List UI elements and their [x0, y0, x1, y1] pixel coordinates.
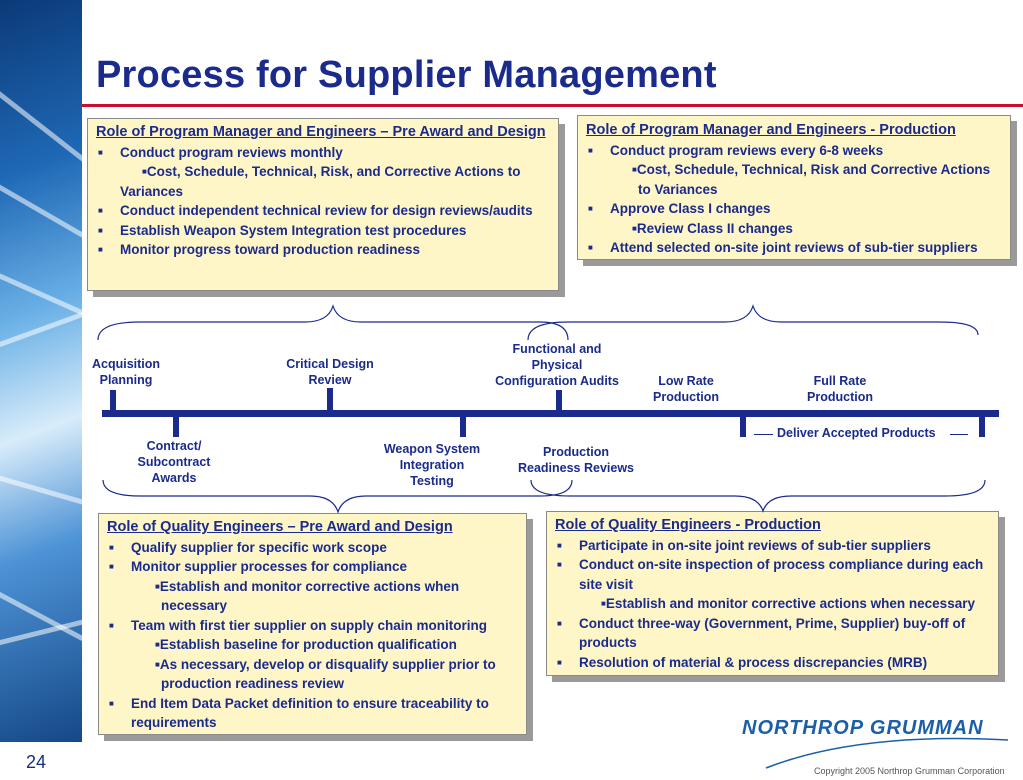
page-number-panel: 24: [0, 742, 82, 780]
upper-brace-production: [527, 303, 979, 341]
company-logo: NORTHROP GRUMMAN: [742, 717, 984, 739]
bullet: Team with first tier supplier on supply …: [107, 616, 518, 636]
bullet-cont: site visit: [579, 576, 634, 592]
sub-bullet: ■Cost, Schedule, Technical, Risk and Cor…: [632, 162, 991, 177]
pm-pre-award-box: Role of Program Manager and Engineers – …: [87, 118, 559, 291]
box-title: Role of Program Manager and Engineers - …: [586, 122, 956, 138]
milestone-tick: [556, 390, 562, 412]
bullet-cont: products: [579, 635, 637, 650]
pm-production-box: Role of Program Manager and Engineers - …: [577, 115, 1011, 260]
deliver-accepted-products: Deliver Accepted Products: [777, 426, 936, 440]
qe-production-box: Role of Quality Engineers - Production P…: [546, 511, 999, 676]
page-title: Process for Supplier Management: [96, 54, 717, 96]
timeline-bar: [102, 410, 999, 417]
milestone-tick: [173, 415, 179, 437]
page-number: 24: [26, 752, 47, 772]
milestone-tick: [740, 415, 746, 437]
milestone-configuration-audits: Functional and Physical Configuration Au…: [495, 342, 619, 388]
milestone-tick: [460, 415, 466, 437]
bullet: Monitor progress toward production readi…: [96, 240, 550, 260]
milestone-tick: [979, 415, 985, 437]
sub-bullet: ■Cost, Schedule, Technical, Risk, and Co…: [142, 164, 521, 179]
bullet: Attend selected on-site joint reviews of…: [586, 238, 1002, 258]
sub-bullet: ■As necessary, develop or disqualify sup…: [155, 656, 496, 672]
bullet: Monitor supplier processes for complianc…: [107, 557, 518, 577]
sub-bullet-cont: necessary: [161, 598, 228, 613]
copyright: Copyright 2005 Northrop Grumman Corporat…: [814, 766, 1005, 776]
title-divider: [82, 104, 1023, 107]
deliver-line-right: [950, 434, 968, 435]
bullet: Establish Weapon System Integration test…: [96, 221, 550, 241]
box-title: Role of Quality Engineers – Pre Award an…: [107, 519, 453, 535]
sub-bullet-cont: production readiness review: [161, 676, 345, 691]
qe-pre-award-box: Role of Quality Engineers – Pre Award an…: [98, 513, 527, 735]
sub-bullet-cont: to Variances: [638, 181, 718, 197]
bullet: Participate in on-site joint reviews of …: [555, 536, 990, 556]
milestone-low-rate-production: Low Rate Production: [653, 374, 719, 404]
bullet: Resolution of material & process discrep…: [555, 653, 990, 673]
milestone-contract-awards: Contract/ Subcontract Awards: [137, 439, 211, 485]
milestone-full-rate-production: Full Rate Production: [807, 374, 873, 404]
milestone-acquisition-planning: Acquisition Planning: [91, 357, 161, 387]
bullet: Conduct three-way (Government, Prime, Su…: [555, 614, 990, 634]
upper-brace-pre-award: [97, 303, 569, 341]
sub-bullet-cont: Variances: [120, 183, 184, 199]
sub-bullet: ■Establish and monitor corrective action…: [155, 578, 460, 594]
side-decoration: [0, 0, 82, 780]
milestone-weapon-system-testing: Weapon System Integration Testing: [383, 442, 481, 488]
milestone-tick: [110, 390, 116, 412]
company-logo-swoosh: [765, 737, 1009, 769]
bullet-cont: requirements: [131, 715, 217, 730]
box-title: Role of Quality Engineers - Production: [555, 517, 821, 533]
bullet: Qualify supplier for specific work scope: [107, 538, 518, 558]
bullet: Conduct program reviews every 6-8 weeks: [586, 141, 1002, 161]
milestone-production-readiness: Production Readiness Reviews: [517, 445, 635, 475]
lower-brace-production: [530, 479, 986, 513]
box-title: Role of Program Manager and Engineers – …: [96, 124, 546, 140]
bullet: Approve Class I changes: [586, 199, 1002, 219]
sub-bullet: ■Establish and monitor corrective action…: [601, 596, 975, 611]
deliver-line-left: [754, 434, 773, 435]
bullet: End Item Data Packet definition to ensur…: [107, 694, 518, 714]
bullet: Conduct independent technical review for…: [96, 201, 550, 221]
sub-bullet: ■Establish baseline for production quali…: [155, 637, 457, 652]
sub-bullet: ■Review Class II changes: [632, 220, 793, 236]
bullet: Conduct on-site inspection of process co…: [555, 555, 990, 575]
milestone-tick: [327, 388, 333, 412]
bullet: Conduct program reviews monthly: [96, 143, 550, 163]
milestone-critical-design-review: Critical Design Review: [286, 357, 374, 387]
